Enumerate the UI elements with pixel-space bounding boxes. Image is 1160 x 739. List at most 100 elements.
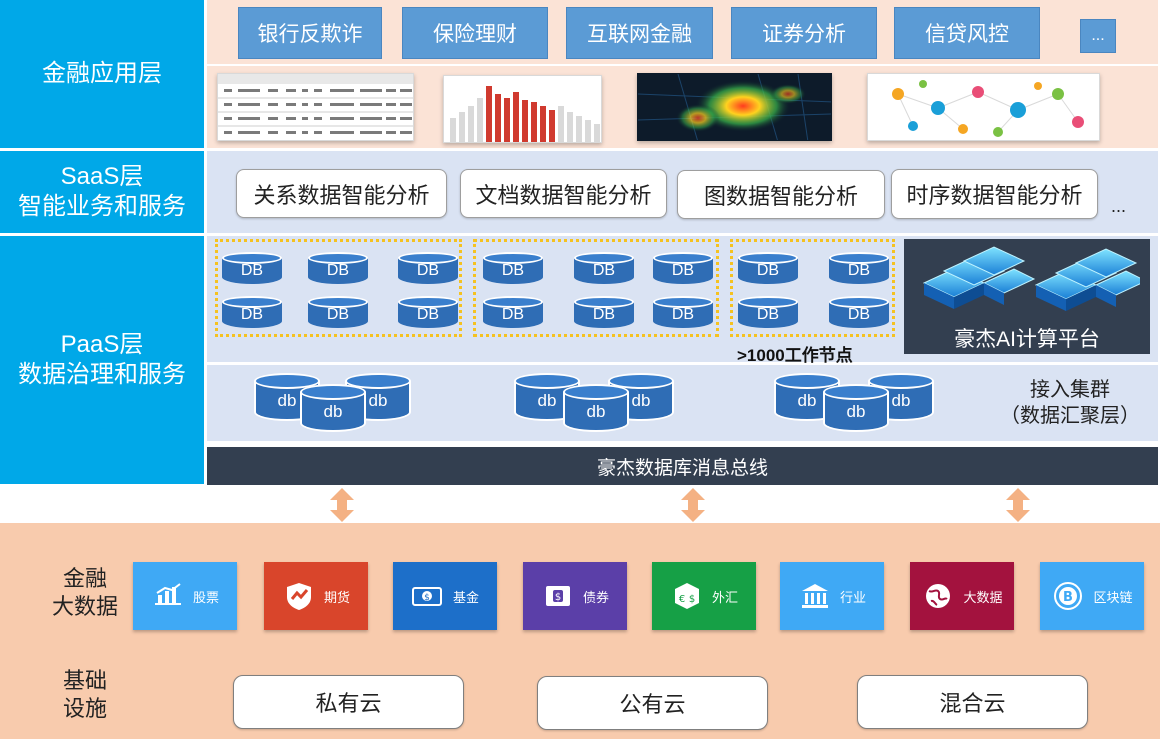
shield-trend-icon — [282, 579, 316, 613]
db-node-label: DB — [326, 306, 350, 323]
access-db-label: db — [631, 391, 651, 410]
db-group-2 — [473, 239, 719, 337]
saas-timeseries-analysis: 时序数据智能分析 — [891, 169, 1098, 219]
bitcoin-icon: B — [1051, 579, 1085, 613]
finance-tile: $ 基金 — [393, 562, 497, 630]
db-node: DB — [738, 296, 798, 332]
finance-tile-label: 股票 — [192, 589, 219, 605]
layer-label-app: 金融应用层 — [0, 0, 204, 148]
finance-tile: €$外汇 — [652, 562, 756, 630]
app-insurance-wealth: 保险理财 — [402, 7, 548, 59]
double-arrow-icon — [330, 488, 354, 522]
access-db-label: db — [846, 402, 866, 421]
saas-document-analysis: 文档数据智能分析 — [460, 169, 667, 218]
db-node: DB — [398, 252, 458, 288]
svg-text:$: $ — [555, 592, 561, 603]
saas-relational-analysis: 关系数据智能分析 — [236, 169, 447, 218]
layer-label-paas: PaaS层 数据治理和服务 — [0, 236, 204, 484]
access-db-label: db — [891, 391, 911, 410]
stock-chart-icon — [151, 579, 185, 613]
finance-tile: 大数据 — [910, 562, 1014, 630]
app-securities-analysis: 证券分析 — [731, 7, 877, 59]
db-node: DB — [398, 296, 458, 332]
db-node: DB — [653, 296, 713, 332]
money-icon: $ — [411, 579, 445, 613]
app-internet-finance: 互联网金融 — [566, 7, 713, 59]
db-node-label: DB — [847, 262, 871, 279]
finance-tile-label: 期货 — [323, 589, 350, 605]
db-node-label: DB — [240, 262, 264, 279]
db-node-label: DB — [671, 306, 695, 323]
nodes-note: >1000工作节点 — [737, 346, 853, 365]
access-cluster-subtitle: （数据汇聚层） — [1000, 405, 1140, 427]
db-node: DB — [653, 252, 713, 288]
svg-text:€: € — [679, 594, 685, 605]
db-node: DB — [738, 252, 798, 288]
finance-tile: B 区块链 — [1040, 562, 1144, 630]
infra-label: 基础 设施 — [30, 664, 140, 726]
access-db-node: db — [823, 384, 889, 434]
bank-icon — [798, 579, 832, 613]
db-node-label: DB — [592, 306, 616, 323]
finance-tile-label: 基金 — [452, 589, 479, 605]
layer-label-saas: SaaS层 智能业务和服务 — [0, 151, 204, 233]
saas-layer-subtitle: 智能业务和服务 — [18, 193, 186, 220]
cloud-hybrid: 混合云 — [857, 675, 1088, 729]
finance-tile-label: 区块链 — [1093, 589, 1133, 605]
finance-data-label: 金融 大数据 — [30, 558, 140, 628]
saas-more: ... — [1111, 196, 1127, 216]
svg-text:$: $ — [689, 594, 695, 605]
db-node-label: DB — [326, 262, 350, 279]
db-node-label: DB — [756, 262, 780, 279]
app-credit-risk: 信贷风控 — [894, 7, 1040, 59]
db-node: DB — [574, 296, 634, 332]
access-db-label: db — [586, 402, 606, 421]
db-node: DB — [222, 252, 282, 288]
finance-tile-label: 大数据 — [963, 589, 1003, 605]
ai-platform-label: 豪杰AI计算平台 — [954, 328, 1100, 351]
db-node-label: DB — [240, 306, 264, 323]
finance-tile: 行业 — [780, 562, 884, 630]
access-db-label: db — [323, 402, 343, 421]
saas-layer-title: SaaS层 — [60, 163, 144, 190]
thumbnail-table — [217, 73, 414, 141]
double-arrow-icon — [1006, 488, 1030, 522]
finance-data-title-2: 大数据 — [51, 594, 118, 619]
cloud-public: 公有云 — [537, 676, 768, 730]
db-node: DB — [829, 296, 889, 332]
thumbnail-network — [867, 73, 1100, 141]
db-node: DB — [483, 252, 543, 288]
access-db-node: db — [300, 384, 366, 434]
paas-layer-subtitle: 数据治理和服务 — [18, 361, 186, 388]
saas-graph-analysis: 图数据智能分析 — [677, 170, 885, 219]
db-group-3 — [730, 239, 895, 337]
db-node-label: DB — [501, 306, 525, 323]
db-node-label: DB — [756, 306, 780, 323]
finance-tile: 期货 — [264, 562, 368, 630]
db-node-label: DB — [592, 262, 616, 279]
finance-tile: $债券 — [523, 562, 627, 630]
people-network-icon — [892, 80, 1084, 137]
db-node: DB — [222, 296, 282, 332]
db-node: DB — [308, 252, 368, 288]
access-cluster-label: 接入集群 （数据汇聚层） — [990, 377, 1150, 429]
db-node-label: DB — [501, 262, 525, 279]
access-db-label: db — [797, 391, 817, 410]
access-db-label: db — [537, 391, 557, 410]
finance-tile-label: 行业 — [839, 589, 866, 605]
access-db-label: db — [277, 391, 297, 410]
finance-data-title-1: 金融 — [62, 566, 107, 591]
ai-platform: 豪杰AI计算平台 — [904, 239, 1150, 354]
paas-layer-title: PaaS层 — [60, 331, 144, 358]
globe-icon — [921, 579, 955, 613]
bar-chart-icon — [450, 86, 600, 142]
access-db-node: db — [563, 384, 629, 434]
svg-text:$: $ — [424, 593, 430, 603]
db-node: DB — [829, 252, 889, 288]
server-cluster-icon — [922, 246, 1140, 312]
db-node-label: DB — [416, 262, 440, 279]
db-group-1 — [215, 239, 462, 337]
db-node-label: DB — [847, 306, 871, 323]
db-node: DB — [308, 296, 368, 332]
heat-map-icon — [638, 74, 831, 140]
